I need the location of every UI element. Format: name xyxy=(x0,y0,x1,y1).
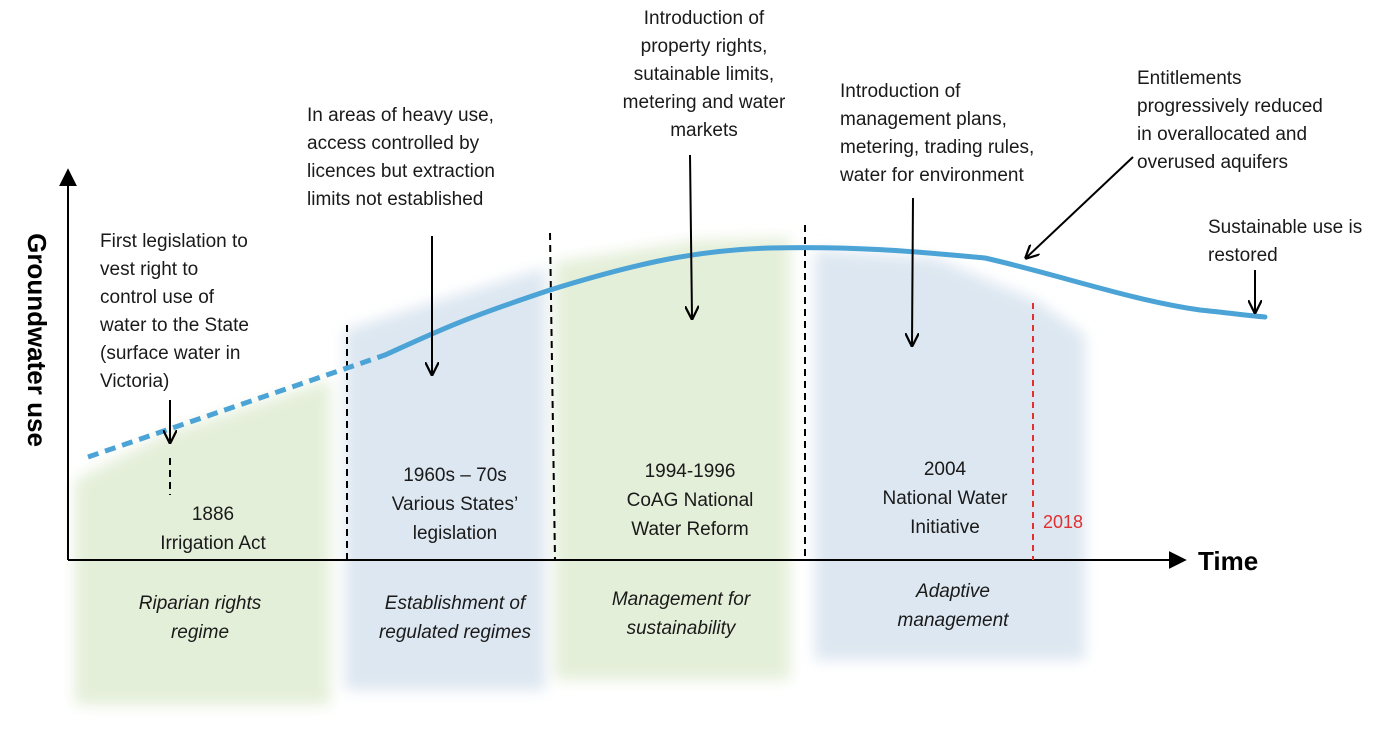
milestone-2004-line-2: National Water xyxy=(883,488,1009,509)
milestone-1960s-line-1: 1960s – 70s xyxy=(403,465,507,486)
curve-solid-segment xyxy=(382,245,1268,358)
era-sustainability-line-2: sustainability xyxy=(627,618,737,639)
note-sustainable-use-line-1: Sustainable use is xyxy=(1208,217,1362,238)
note-first-legislation-line-1: First legislation to xyxy=(100,231,248,252)
era-sustainability-line-1: Management for xyxy=(612,589,751,610)
note-management-plans: Introduction of management plans, metering… xyxy=(839,81,1034,186)
era-regulated: Establishment of regulated regimes xyxy=(379,593,532,643)
milestone-2018: 2018 xyxy=(1043,512,1083,532)
note-entitlements-line-3: in overallocated and xyxy=(1137,124,1307,145)
milestone-1994-line-1: 1994-1996 xyxy=(645,461,736,482)
note-entitlements: Entitlements progressively reduced in over… xyxy=(1137,68,1323,173)
band-adaptive xyxy=(815,250,1085,660)
era-riparian: Riparian rights regime xyxy=(139,593,262,643)
note-management-plans-line-4: water for environment xyxy=(839,165,1024,186)
note-sustainable-use: Sustainable use is restored xyxy=(1208,217,1362,266)
x-axis-label: Time xyxy=(1198,546,1258,576)
arrow-entitlements xyxy=(1027,156,1134,257)
annotation-arrows xyxy=(170,154,1255,441)
band-sustainability xyxy=(555,238,790,680)
note-heavy-use: In areas of heavy use, access controlled … xyxy=(307,105,495,210)
note-heavy-use-line-3: licences but extraction xyxy=(307,161,495,182)
era-bands xyxy=(75,238,1085,705)
note-first-legislation-line-2: vest right to xyxy=(100,259,198,280)
era-riparian-line-2: regime xyxy=(171,622,229,643)
divider-2 xyxy=(549,232,556,561)
note-management-plans-line-2: management plans, xyxy=(840,109,1007,130)
milestone-1886-line-1: 1886 xyxy=(192,504,234,525)
note-heavy-use-line-1: In areas of heavy use, xyxy=(307,105,494,126)
era-adaptive: Adaptive management xyxy=(898,581,1010,631)
y-axis-label: Groundwater use xyxy=(22,233,52,447)
note-first-legislation-line-3: control use of xyxy=(100,287,215,308)
era-sustainability: Management for sustainability xyxy=(612,589,751,639)
milestone-1960s-line-2: Various States’ xyxy=(392,494,518,515)
milestone-1994-line-2: CoAG National xyxy=(627,490,754,511)
note-entitlements-line-1: Entitlements xyxy=(1137,68,1242,89)
milestone-1886-line-2: Irrigation Act xyxy=(160,533,266,554)
note-management-plans-line-1: Introduction of xyxy=(840,81,961,102)
milestone-2004-line-1: 2004 xyxy=(924,459,967,480)
note-entitlements-line-4: overused aquifers xyxy=(1137,152,1288,173)
note-first-legislation: First legislation to vest right to control… xyxy=(99,231,249,392)
era-regulated-line-1: Establishment of xyxy=(385,593,527,614)
era-adaptive-line-1: Adaptive xyxy=(915,581,990,602)
arrow-management-plans xyxy=(912,197,913,344)
note-heavy-use-line-4: limits not established xyxy=(307,189,483,210)
band-riparian xyxy=(75,380,330,705)
note-entitlements-line-2: progressively reduced xyxy=(1137,96,1323,117)
note-sustainable-use-line-2: restored xyxy=(1208,245,1278,266)
note-first-legislation-line-6: Victoria) xyxy=(100,371,169,392)
arrow-property-rights xyxy=(690,154,692,317)
eras: Riparian rights regime Establishment of re… xyxy=(139,581,1009,643)
era-riparian-line-1: Riparian rights xyxy=(139,593,262,614)
note-property-rights: Introduction of property rights, sutainabl… xyxy=(623,8,786,141)
era-adaptive-line-2: management xyxy=(898,610,1010,631)
milestone-2004-line-3: Initiative xyxy=(910,517,980,538)
milestone-1994-line-3: Water Reform xyxy=(631,519,749,540)
note-property-rights-line-5: markets xyxy=(670,120,738,141)
milestone-1960s-line-3: legislation xyxy=(413,523,498,544)
era-regulated-line-2: regulated regimes xyxy=(379,622,532,643)
note-first-legislation-line-4: water to the State xyxy=(99,315,249,336)
band-regulated xyxy=(345,268,545,690)
curve-dashed-segment xyxy=(87,352,386,460)
groundwater-use-curve xyxy=(87,245,1268,460)
note-property-rights-line-4: metering and water xyxy=(623,92,786,113)
note-property-rights-line-2: property rights, xyxy=(641,36,768,57)
note-management-plans-line-3: metering, trading rules, xyxy=(840,137,1034,158)
axes: Groundwater use Time xyxy=(22,168,1258,576)
note-property-rights-line-1: Introduction of xyxy=(644,8,765,29)
note-first-legislation-line-5: (surface water in xyxy=(100,343,240,364)
note-heavy-use-line-2: access controlled by xyxy=(307,133,480,154)
annotations: First legislation to vest right to control… xyxy=(99,8,1362,392)
note-property-rights-line-3: sutainable limits, xyxy=(634,64,774,85)
